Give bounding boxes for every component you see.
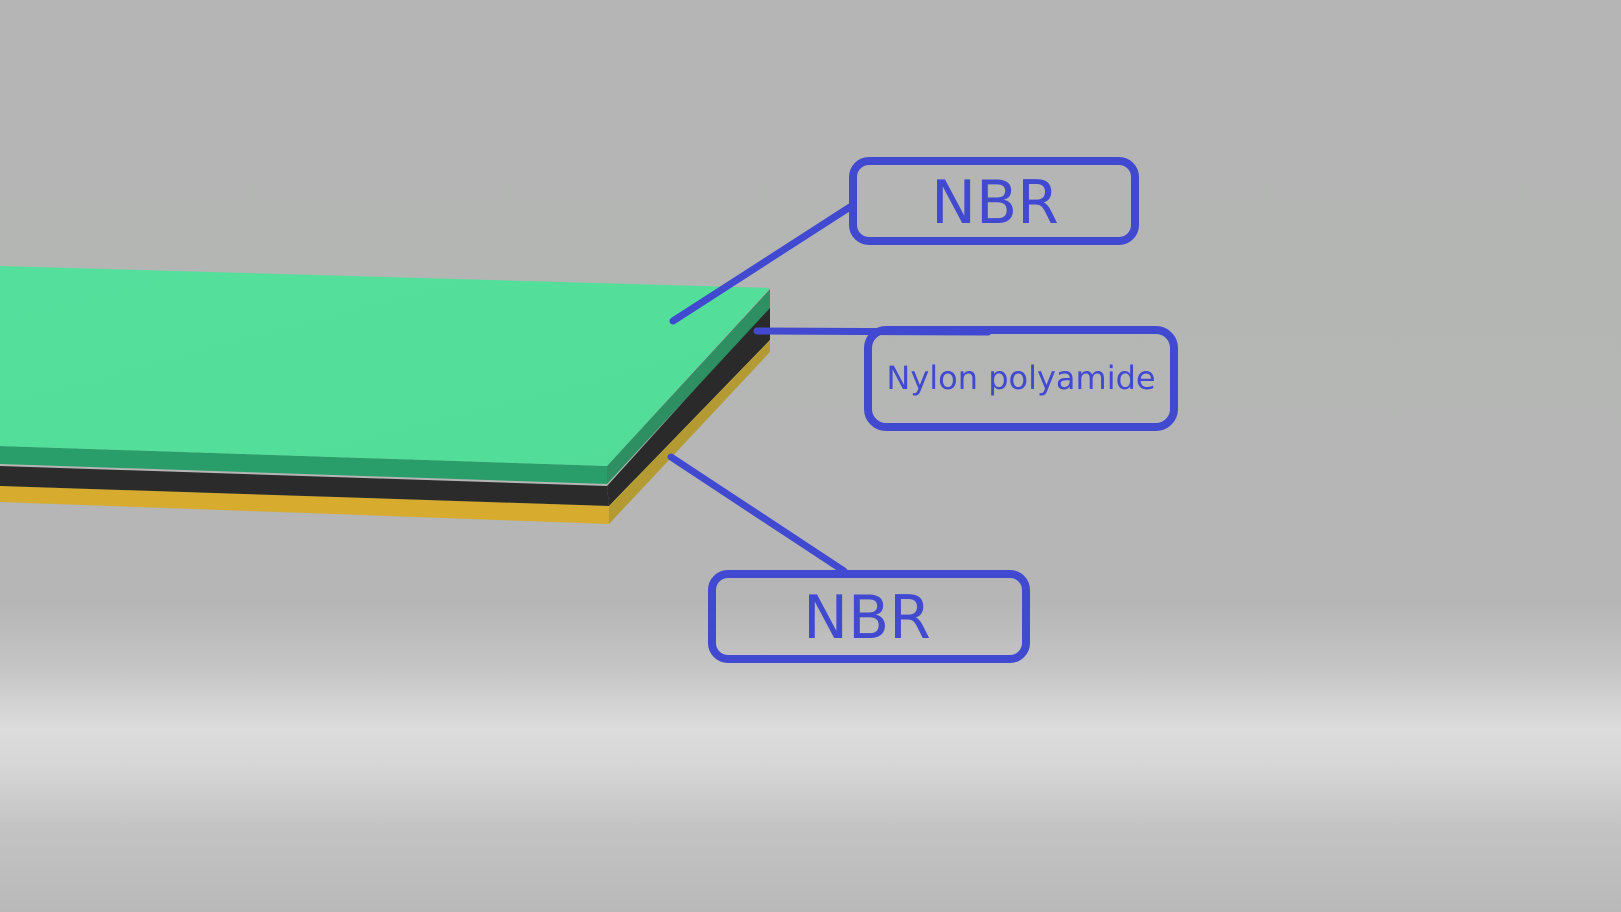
laminate-strip	[0, 266, 771, 524]
top-nbr-layer-face	[0, 266, 770, 466]
callout-nylon-polyamide	[753, 326, 1178, 431]
label-box-bottom-nbr	[708, 570, 1030, 663]
label-box-nylon-polyamide	[864, 326, 1178, 431]
callout-top-nbr	[669, 157, 1139, 325]
top-nbr-layer-front	[0, 446, 607, 484]
top-nbr-layer-side	[607, 289, 770, 484]
bottom-nbr-layer-front	[0, 484, 609, 524]
leader-line-bottom-nbr	[667, 453, 848, 575]
bottom-nbr-layer-side	[609, 338, 770, 524]
callout-bottom-nbr	[667, 453, 1030, 663]
leader-line-top-nbr	[669, 203, 854, 325]
label-box-top-nbr	[849, 157, 1139, 245]
label-bottom-nbr: NBR	[803, 583, 931, 653]
label-top-nbr: NBR	[931, 168, 1059, 238]
label-nylon-polyamide: Nylon polyamide	[886, 359, 1155, 397]
nylon-polyamide-layer-front	[0, 466, 609, 506]
nylon-polyamide-layer-side	[607, 306, 770, 506]
